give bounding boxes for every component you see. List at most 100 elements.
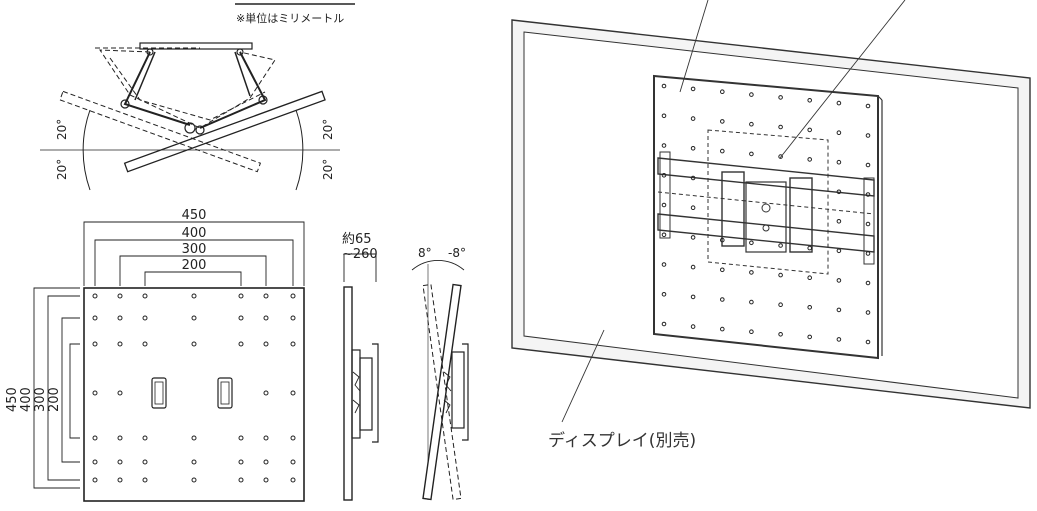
mounting-hole [238, 477, 244, 483]
tilt-down-label: -8° [448, 246, 466, 260]
mounting-hole [191, 459, 197, 465]
mounting-hole [749, 329, 754, 335]
mounting-hole [865, 251, 871, 256]
mounting-hole [836, 337, 842, 342]
mounting-hole [836, 278, 842, 283]
swing-angle-left-bottom: 20° [55, 159, 69, 180]
swing-angle-right-top: 20° [321, 119, 335, 140]
mounting-hole [117, 341, 123, 347]
mounting-hole [263, 459, 269, 465]
mounting-hole [836, 219, 842, 224]
mounting-hole [92, 315, 98, 321]
mounting-hole [661, 321, 667, 327]
mounting-hole [238, 459, 244, 465]
mounting-hole [690, 175, 696, 181]
mounting-hole [142, 341, 148, 347]
mounting-hole [778, 154, 783, 159]
mounting-hole [690, 264, 696, 270]
mounting-hole [238, 341, 244, 347]
width-dim-450: 450 [182, 208, 207, 223]
mounting-hole [191, 435, 197, 441]
mounting-hole [191, 477, 197, 483]
mounting-hole [807, 127, 813, 133]
mounting-hole [720, 297, 725, 302]
mounting-hole [749, 121, 754, 127]
mounting-hole [865, 339, 871, 345]
mounting-hole [661, 262, 667, 267]
mounting-hole [142, 435, 148, 441]
height-dim-300: 300 [33, 387, 48, 412]
mounting-hole [807, 98, 813, 103]
mounting-hole [865, 103, 871, 109]
mounting-hole [778, 302, 783, 308]
mounting-hole [290, 459, 296, 465]
mounting-hole [807, 334, 813, 340]
side-view [343, 253, 379, 501]
mounting-hole [865, 310, 871, 315]
mounting-hole [191, 293, 197, 299]
mounting-hole [661, 143, 667, 148]
front-view-holes [92, 293, 296, 483]
mounting-hole [749, 240, 754, 246]
mounting-hole [263, 435, 269, 441]
front-view [33, 221, 305, 502]
mounting-hole [117, 459, 123, 465]
mounting-hole [290, 315, 296, 321]
mounting-hole [661, 292, 667, 297]
mounting-hole [720, 237, 725, 243]
unit-note: ※単位はミリメートル [236, 11, 344, 25]
mounting-hole [92, 477, 98, 483]
mounting-hole [92, 293, 98, 299]
mounting-hole [690, 235, 696, 240]
mounting-hole [807, 245, 813, 251]
mounting-hole [778, 243, 783, 248]
height-dim-200: 200 [47, 387, 62, 412]
mounting-hole [865, 192, 871, 197]
mounting-hole [142, 477, 148, 483]
mounting-hole [661, 173, 667, 178]
mounting-hole [117, 390, 123, 396]
mounting-hole [836, 100, 842, 106]
mounting-hole [92, 341, 98, 347]
mounting-hole [661, 83, 667, 89]
mounting-hole [191, 315, 197, 321]
mounting-hole [720, 267, 725, 273]
tilt-view [411, 260, 469, 501]
mounting-hole [749, 270, 754, 275]
mounting-hole [807, 305, 813, 310]
mounted-view [511, 19, 1031, 409]
mounting-hole [690, 146, 696, 151]
swing-view [40, 42, 340, 191]
mounting-hole [690, 205, 696, 210]
mounting-hole [661, 202, 667, 208]
mounting-hole [807, 157, 813, 162]
leader-lines [561, 0, 906, 423]
mounting-hole [865, 221, 871, 227]
mounting-hole [720, 326, 725, 332]
mounting-hole [690, 294, 696, 300]
mounting-hole [142, 293, 148, 299]
width-dim-300: 300 [182, 242, 207, 257]
mounting-hole [263, 341, 269, 347]
mounting-hole [749, 299, 754, 305]
mounting-hole [263, 477, 269, 483]
mounting-hole [290, 390, 296, 396]
mounting-hole [142, 315, 148, 321]
height-dim-400: 400 [19, 387, 34, 412]
mounting-hole [290, 477, 296, 483]
mounting-hole [290, 435, 296, 441]
mounting-hole [690, 86, 696, 92]
mounting-hole [191, 341, 197, 347]
mounting-hole [117, 477, 123, 483]
mounting-hole [117, 315, 123, 321]
mounting-hole [690, 116, 696, 121]
mounting-hole [720, 148, 725, 154]
mounting-hole [836, 248, 842, 254]
width-dim-200: 200 [182, 258, 207, 273]
mounting-hole [263, 390, 269, 396]
mounting-hole [749, 151, 754, 157]
swing-angle-right-bottom: 20° [321, 159, 335, 180]
mounted-view-holes [661, 83, 871, 345]
mounting-hole [92, 459, 98, 465]
